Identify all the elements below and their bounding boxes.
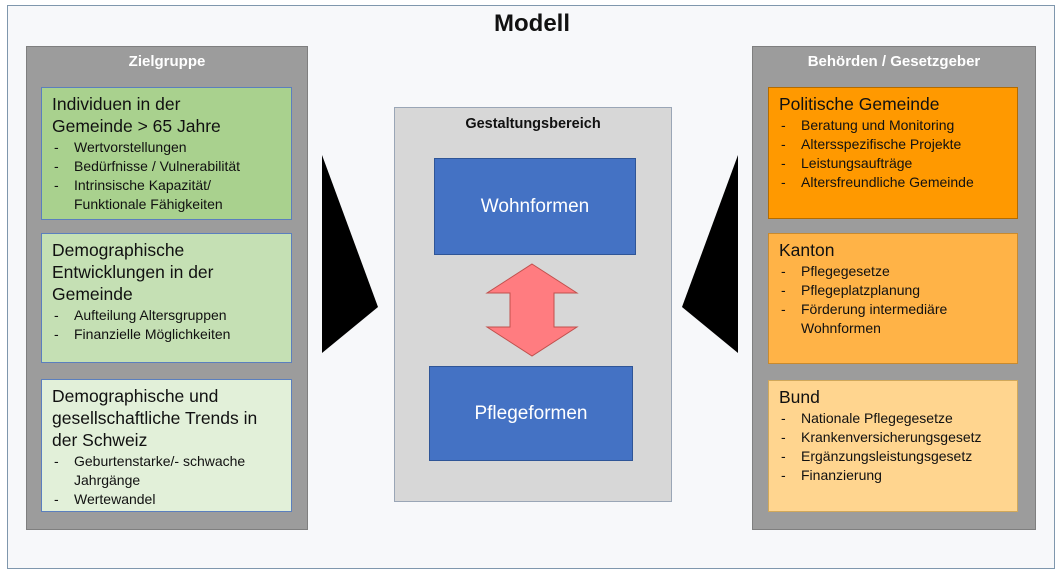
gestaltungsbereich-heading: Gestaltungsbereich <box>465 116 601 132</box>
double-arrow-icon <box>485 263 579 357</box>
gestaltungsbereich-panel: Gestaltungsbereich Wohnformen Pflegeform… <box>394 107 672 502</box>
zielgruppe-column: Zielgruppe Individuen in der Gemeinde > … <box>26 46 308 530</box>
list-item: Geburtenstarke/- schwache Jahrgänge <box>52 452 283 490</box>
list-item: Wertvorstellungen <box>52 138 283 157</box>
list-item: Finanzierung <box>779 466 1009 485</box>
box-title: Politische Gemeinde <box>779 94 940 114</box>
diagram-title: Modell <box>494 10 570 37</box>
list-item: Wertewandel <box>52 490 283 509</box>
list-item: Pflegeplatzplanung <box>779 281 1009 300</box>
box-title: Individuen in der Gemeinde > 65 Jahre <box>52 94 221 136</box>
list-item: Beratung und Monitoring <box>779 116 1009 135</box>
list-item: Nationale Pflegegesetze <box>779 409 1009 428</box>
zielgruppe-box-individuen: Individuen in der Gemeinde > 65 Jahre We… <box>41 87 292 220</box>
behoerden-heading: Behörden / Gesetzgeber <box>807 53 981 70</box>
box-title: Kanton <box>779 240 835 260</box>
list-item: Bedürfnisse / Vulnerabilität <box>52 157 283 176</box>
box-title: Demographische und gesellschaftliche Tre… <box>52 386 258 450</box>
pflegeformen-box: Pflegeformen <box>429 366 633 461</box>
box-title: Demographische Entwicklungen in der Geme… <box>52 240 214 304</box>
zielgruppe-box-trends-schweiz: Demographische und gesellschaftliche Tre… <box>41 379 292 512</box>
list-item: Förderung intermediäre Wohnformen <box>779 300 976 338</box>
list-item: Finanzielle Möglichkeiten <box>52 325 283 344</box>
zielgruppe-heading: Zielgruppe <box>128 53 206 70</box>
wohnformen-box: Wohnformen <box>434 158 636 255</box>
list-item: Leistungsaufträge <box>779 154 1009 173</box>
list-item: Altersfreundliche Gemeinde <box>779 173 1009 192</box>
list-item: Intrinsische Kapazität/ Funktionale Fähi… <box>52 176 283 214</box>
box-title: Bund <box>779 387 820 407</box>
behoerden-box-gemeinde: Politische Gemeinde Beratung und Monitor… <box>768 87 1018 219</box>
behoerden-box-kanton: Kanton Pflegegesetze Pflegeplatzplanung … <box>768 233 1018 364</box>
list-item: Ergänzungsleistungsgesetz <box>779 447 1009 466</box>
list-item: Altersspezifische Projekte <box>779 135 1009 154</box>
list-item: Aufteilung Altersgruppen <box>52 306 283 325</box>
zielgruppe-box-demographie-gemeinde: Demographische Entwicklungen in der Geme… <box>41 233 292 363</box>
list-item: Krankenversicherungsgesetz <box>779 428 1009 447</box>
behoerden-column: Behörden / Gesetzgeber Politische Gemein… <box>752 46 1036 530</box>
left-triangle-arrow <box>322 155 378 353</box>
right-triangle-arrow <box>682 155 738 353</box>
list-item: Pflegegesetze <box>779 262 1009 281</box>
behoerden-box-bund: Bund Nationale Pflegegesetze Krankenvers… <box>768 380 1018 512</box>
